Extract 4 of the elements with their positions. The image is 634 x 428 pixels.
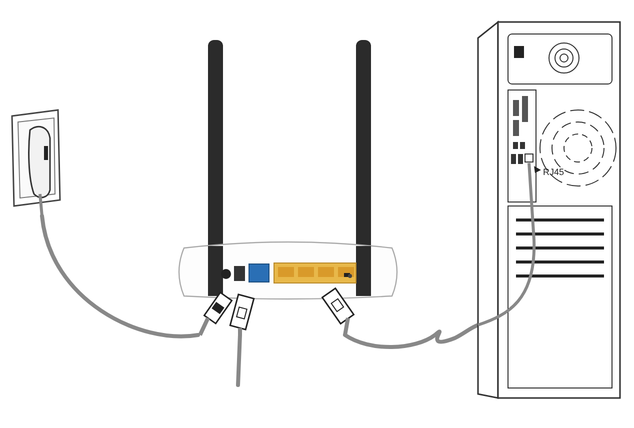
port-label: RJ45 [543,167,564,177]
cable [40,214,200,338]
cable [343,323,480,349]
cable [236,333,242,387]
